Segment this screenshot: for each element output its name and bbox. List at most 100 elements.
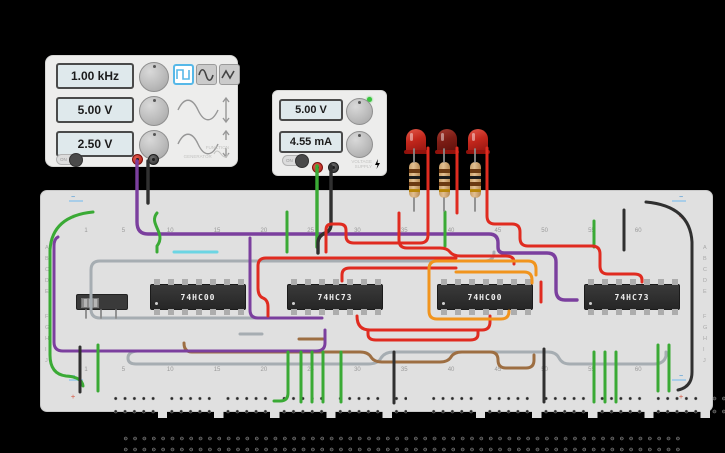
voltage-display[interactable]: 5.00 V bbox=[279, 99, 343, 121]
column-number: 1 bbox=[84, 228, 88, 234]
positive-rail-mark: + bbox=[71, 214, 76, 221]
resistor-3[interactable] bbox=[469, 162, 481, 198]
ps-negative-terminal[interactable] bbox=[328, 162, 339, 173]
column-number: 45 bbox=[494, 367, 502, 373]
brand-sine-icon bbox=[213, 150, 229, 158]
power-supply[interactable]: 5.00 V 4.55 mA ON VOLTAGE SUPPLY bbox=[272, 90, 387, 176]
row-letter: C bbox=[703, 266, 707, 273]
ic-label: 74HC73 bbox=[614, 292, 650, 302]
ic-label: 74HC00 bbox=[180, 292, 216, 302]
column-number: 50 bbox=[541, 367, 548, 373]
row-letter: E bbox=[45, 288, 49, 295]
power-indicator-led bbox=[367, 97, 372, 102]
power-toggle[interactable]: ON bbox=[56, 153, 83, 167]
resistor-2[interactable] bbox=[438, 162, 450, 198]
ps-power-toggle[interactable]: ON bbox=[282, 154, 309, 168]
column-number: 10 bbox=[166, 367, 174, 373]
ic-74hc00-1[interactable]: 74HC00 bbox=[150, 279, 246, 315]
slide-switch[interactable] bbox=[76, 294, 128, 310]
led-3[interactable] bbox=[466, 129, 490, 154]
fg-brand-label: FUNCTION GENERATOR bbox=[183, 144, 229, 160]
led-1[interactable] bbox=[404, 129, 428, 154]
fg-negative-terminal[interactable] bbox=[148, 154, 159, 165]
ic-pins bbox=[154, 309, 244, 315]
ic-pins bbox=[441, 279, 531, 285]
resistor-band bbox=[438, 188, 450, 192]
current-display[interactable]: 4.55 mA bbox=[279, 131, 343, 153]
row-letter: D bbox=[45, 277, 49, 284]
row-letter: A bbox=[45, 244, 49, 251]
ic-74hc00-2[interactable]: 74HC00 bbox=[437, 279, 533, 315]
ps-power-toggle-knob[interactable] bbox=[295, 154, 309, 168]
waveform-square-button[interactable] bbox=[173, 64, 194, 85]
slide-switch-knob[interactable] bbox=[81, 298, 99, 308]
ic-label: 74HC00 bbox=[467, 292, 503, 302]
column-number: 50 bbox=[541, 228, 548, 234]
positive-rail-mark: + bbox=[679, 214, 684, 221]
ic-label: 74HC73 bbox=[317, 292, 353, 302]
row-letter: H bbox=[703, 335, 707, 342]
current-knob[interactable] bbox=[346, 131, 373, 158]
waveform-triangle-button[interactable] bbox=[219, 64, 240, 85]
column-number: 10 bbox=[166, 228, 174, 234]
resistor-band bbox=[469, 175, 481, 179]
column-number: 5 bbox=[121, 367, 126, 373]
resistor-band bbox=[438, 182, 450, 186]
row-letter: G bbox=[703, 324, 708, 331]
triangle-wave-icon bbox=[221, 69, 235, 80]
square-wave-icon bbox=[176, 69, 190, 80]
negative-rail-mark: − bbox=[679, 373, 684, 380]
row-letter: G bbox=[45, 324, 50, 331]
resistor-1[interactable] bbox=[408, 162, 420, 198]
resistor-band bbox=[438, 169, 450, 173]
power-toggle-label: ON bbox=[60, 157, 67, 162]
top-rail-left[interactable] bbox=[111, 391, 407, 418]
led-2[interactable] bbox=[435, 129, 459, 154]
waveform-sine-button[interactable] bbox=[196, 64, 217, 85]
column-number: 40 bbox=[447, 228, 455, 234]
offset-display[interactable]: 2.50 V bbox=[56, 131, 134, 157]
power-toggle-knob[interactable] bbox=[69, 153, 83, 167]
resistor-band bbox=[408, 175, 420, 179]
ps-positive-terminal[interactable] bbox=[312, 162, 323, 173]
frequency-knob[interactable] bbox=[139, 62, 169, 92]
frequency-display[interactable]: 1.00 kHz bbox=[56, 63, 134, 89]
amplitude-knob[interactable] bbox=[139, 96, 169, 126]
voltage-knob[interactable] bbox=[346, 98, 373, 125]
positive-rail-mark: + bbox=[679, 394, 684, 401]
resistor-band bbox=[408, 169, 420, 173]
column-number: 55 bbox=[588, 228, 595, 234]
row-letter: F bbox=[703, 313, 707, 320]
ic-pins bbox=[588, 279, 678, 285]
column-number: 25 bbox=[307, 228, 314, 234]
row-letter: I bbox=[45, 346, 47, 353]
column-number: 60 bbox=[634, 228, 642, 234]
positive-rail-mark: + bbox=[71, 394, 76, 401]
top-rail-right[interactable] bbox=[429, 391, 725, 418]
ps-power-toggle-label: ON bbox=[286, 158, 293, 163]
column-number: 25 bbox=[307, 367, 314, 373]
lightning-icon bbox=[375, 159, 380, 169]
row-letter: A bbox=[703, 244, 707, 251]
amplitude-icon bbox=[176, 96, 232, 129]
ic-74hc73-2[interactable]: 74HC73 bbox=[584, 279, 680, 315]
row-letter: E bbox=[703, 288, 707, 295]
sine-wave-icon bbox=[198, 68, 214, 82]
fg-positive-terminal[interactable] bbox=[132, 154, 143, 165]
resistor-band bbox=[408, 182, 420, 186]
row-letter: B bbox=[45, 255, 49, 262]
negative-rail-mark: − bbox=[71, 194, 76, 201]
row-letter: F bbox=[45, 313, 49, 320]
resistor-band bbox=[469, 188, 481, 192]
amplitude-display[interactable]: 5.00 V bbox=[56, 97, 134, 123]
ic-74hc73-1[interactable]: 74HC73 bbox=[287, 279, 383, 315]
negative-rail-mark: − bbox=[679, 194, 684, 201]
terminal-grid-top[interactable] bbox=[121, 432, 684, 453]
column-number: 20 bbox=[260, 228, 268, 234]
column-number: 20 bbox=[260, 367, 268, 373]
ic-pins bbox=[588, 309, 678, 315]
resistor-band bbox=[469, 169, 481, 173]
function-generator[interactable]: 1.00 kHz 5.00 V 2.50 V ON FUNCTION G bbox=[45, 55, 240, 167]
ps-brand-label: VOLTAGE SUPPLY bbox=[351, 158, 372, 170]
